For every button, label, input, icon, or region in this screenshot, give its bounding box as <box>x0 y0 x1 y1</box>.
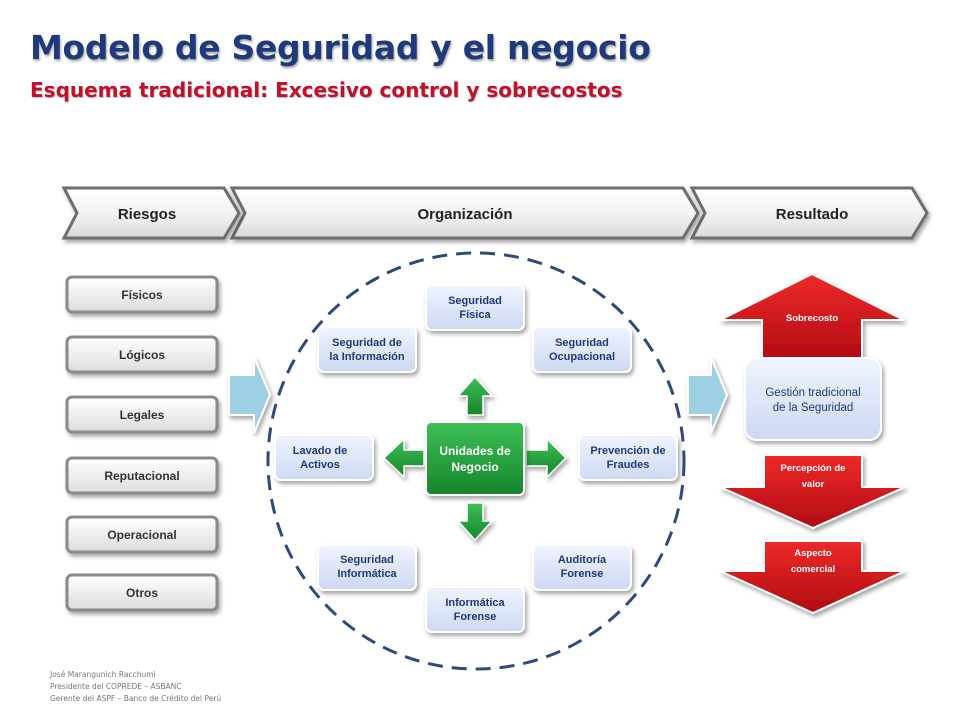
unit-label: Seguridad <box>448 295 502 307</box>
result-percepcion-valor: Percepción de valor <box>719 454 906 530</box>
risk-item-label: Operacional <box>107 528 176 542</box>
unit-seguridad-informatica: Seguridad Informática <box>317 544 417 591</box>
risk-item-operacional: Operacional <box>65 515 219 554</box>
result-sobrecosto: Sobrecosto <box>719 272 905 361</box>
unit-label: Forense <box>454 611 497 623</box>
process-step-organizacion-label: Organización <box>417 206 512 223</box>
arrow-right-icon <box>687 356 729 434</box>
process-step-riesgos: Riesgos <box>61 186 241 240</box>
unit-seguridad-fisica: Seguridad Física <box>425 284 525 331</box>
unit-label: Auditoría <box>558 554 607 566</box>
center-arrows <box>382 375 568 542</box>
unit-label: Activos <box>300 459 340 471</box>
risk-item-reputacional: Reputacional <box>65 456 219 495</box>
business-units-label-line2: Negocio <box>451 460 498 474</box>
unit-label: Seguridad de <box>332 337 402 349</box>
arrow-right-icon <box>525 437 568 479</box>
arrow-right-icon <box>228 356 272 434</box>
footer-line: Gerente del ASPF – Banco de Crédito del … <box>50 694 222 703</box>
unit-label: Seguridad <box>555 337 609 349</box>
process-step-organizacion: Organización <box>229 186 700 240</box>
result-aspecto-comercial: Aspecto comercial <box>719 540 906 615</box>
unit-label: Informática <box>337 568 397 580</box>
unit-label: Forense <box>561 568 604 580</box>
risk-item-otros: Otros <box>65 573 219 612</box>
process-bar: Resultado Organización Riesgos <box>61 186 929 240</box>
unit-lavado-activos: Lavado de Activos <box>274 434 374 481</box>
footer-line: José Marangunich Racchumi <box>50 670 156 679</box>
business-units-label-line1: Unidades de <box>439 444 511 458</box>
result-gestion-label: de la Seguridad <box>773 402 854 414</box>
unit-seguridad-informacion: Seguridad de la Información <box>317 326 417 373</box>
arrow-down-icon <box>456 502 494 542</box>
result-gestion-label: Gestión tradicional <box>765 387 860 399</box>
arrow-left-icon <box>382 437 425 479</box>
organization-circle <box>266 251 686 671</box>
arrow-down-icon <box>719 540 906 615</box>
result-gestion-box: Gestión tradicional de la Seguridad <box>744 357 882 441</box>
unit-informatica-forense: Informática Forense <box>425 586 525 633</box>
unit-prevencion-fraudes: Prevención de Fraudes <box>578 434 678 481</box>
footer-line: Presidente del COPREDE – ASBANC <box>50 682 182 691</box>
arrow-up-icon <box>456 375 494 416</box>
unit-label: Fraudes <box>607 459 650 471</box>
unit-auditoria-forense: Auditoría Forense <box>532 544 632 591</box>
footer-credits: José Marangunich Racchumi Presidente del… <box>50 669 221 705</box>
arrow-down-icon <box>719 454 906 530</box>
unit-label: Informática <box>445 597 505 609</box>
result-aspecto-label: comercial <box>791 564 835 575</box>
page-subtitle: Esquema tradicional: Excesivo control y … <box>30 78 623 102</box>
unit-seguridad-ocupacional: Seguridad Ocupacional <box>532 326 632 373</box>
unit-label: Seguridad <box>340 554 394 566</box>
business-units-box: Unidades de Negocio <box>425 421 525 496</box>
risk-item-logicos: Lógicos <box>65 335 219 374</box>
page-title: Modelo de Seguridad y el negocio <box>30 28 651 67</box>
result-aspecto-label: Aspecto <box>794 548 832 559</box>
result-percepcion-label: Percepción de <box>781 463 846 474</box>
unit-label: la Información <box>329 351 404 363</box>
risk-list: Físicos Lógicos Legales Reputacional Ope… <box>65 275 219 612</box>
risk-item-legales: Legales <box>65 395 219 434</box>
process-step-resultado-label: Resultado <box>776 206 849 223</box>
unit-label: Ocupacional <box>549 351 615 363</box>
risk-item-label: Lógicos <box>119 348 165 362</box>
risk-item-label: Reputacional <box>104 469 179 483</box>
result-percepcion-label: valor <box>802 479 825 490</box>
risk-item-label: Otros <box>126 586 158 600</box>
result-sobrecosto-label: Sobrecosto <box>786 313 838 324</box>
process-step-riesgos-label: Riesgos <box>118 206 176 223</box>
unit-label: Física <box>459 309 491 321</box>
unit-label: Lavado de <box>293 445 347 457</box>
process-step-resultado: Resultado <box>689 186 929 240</box>
risk-item-label: Físicos <box>121 288 163 302</box>
risk-item-label: Legales <box>120 408 165 422</box>
risk-item-fisicos: Físicos <box>65 275 219 314</box>
unit-label: Prevención de <box>590 445 665 457</box>
